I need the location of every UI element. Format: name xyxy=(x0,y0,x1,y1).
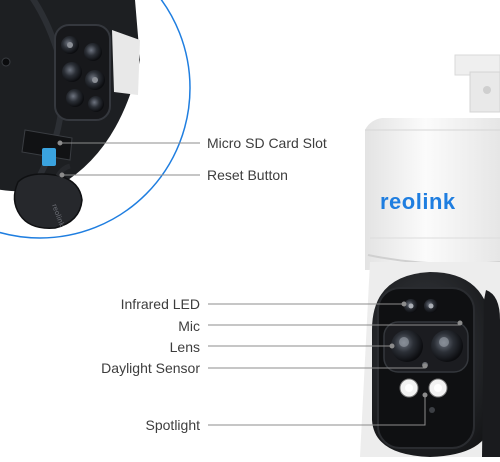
label-infrared-led: Infrared LED xyxy=(120,296,200,312)
zoom-circle-outline xyxy=(0,0,191,239)
leader-lines xyxy=(57,140,463,426)
label-daylight-sensor: Daylight Sensor xyxy=(101,360,200,376)
label-mic: Mic xyxy=(178,318,200,334)
main-camera xyxy=(360,54,500,457)
label-micro-sd-card-slot: Micro SD Card Slot xyxy=(207,135,327,151)
zoom-detail: reolink xyxy=(0,0,191,239)
label-reset-button: Reset Button xyxy=(207,167,288,183)
brand-logo: reolink xyxy=(380,189,456,214)
label-lens: Lens xyxy=(169,339,200,355)
label-spotlight: Spotlight xyxy=(145,417,200,433)
